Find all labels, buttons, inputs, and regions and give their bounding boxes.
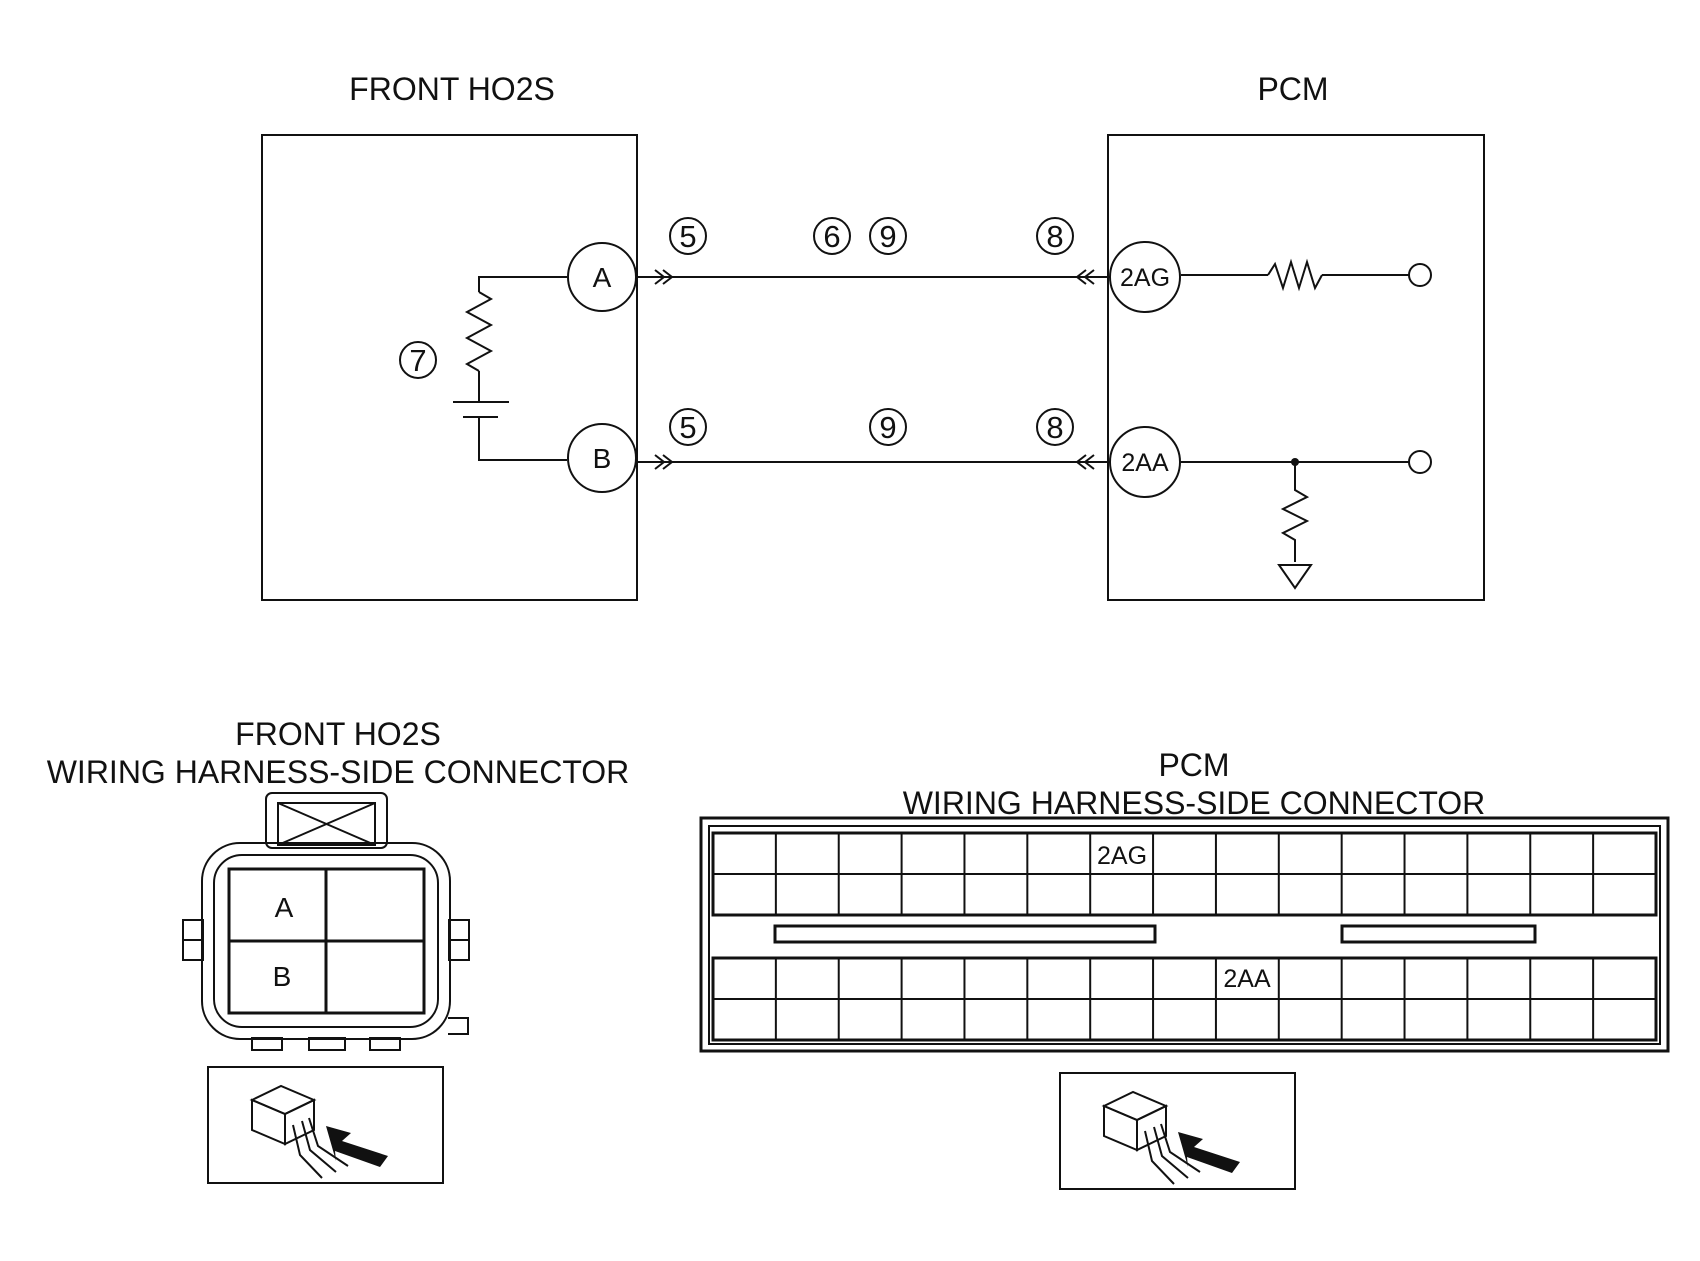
- wire-b-marker-8-circle: [1036, 408, 1074, 446]
- connector-peg-1: [251, 1037, 283, 1051]
- wire-b-right-chevron: [1075, 454, 1087, 470]
- connector-housing-inner: [213, 854, 439, 1028]
- wire-a-marker-8-circle: [1036, 217, 1074, 255]
- pcm-connector-body-inner: [708, 825, 1661, 1045]
- sensor-wire-bottom: [478, 417, 567, 461]
- view-icon-block-right: [1136, 1104, 1167, 1152]
- harness-side-view-icon: [1059, 1072, 1296, 1190]
- front-ho2s-title: FRONT HO2S: [349, 71, 555, 107]
- terminal-a-label: A: [593, 262, 612, 293]
- lock-tab-cross-2: [277, 802, 376, 846]
- pcm-module: PCM 2AG 2AA: [1107, 71, 1485, 601]
- wire-b-left-chevron: [654, 454, 666, 470]
- wire-b-marker-8: 8: [1046, 410, 1063, 445]
- front-ho2s-module: FRONT HO2S 7 A B: [261, 71, 638, 601]
- wire-a-right-chevron-2: [1083, 269, 1095, 285]
- view-icon-wire-1: [1144, 1130, 1175, 1185]
- connector-lock-tab-outer: [265, 792, 388, 849]
- connector-peg-2: [308, 1037, 346, 1051]
- wire-a-marker-8: 8: [1046, 219, 1063, 254]
- pcm-2ag-resistor: [1267, 258, 1323, 292]
- ho2s-connector-title-line1: FRONT HO2S: [235, 716, 441, 752]
- view-icon-arrow: [1178, 1132, 1240, 1173]
- sensor-wire-top: [478, 276, 567, 292]
- ground-icon: [1277, 564, 1313, 590]
- wire-b-left-chevron-2: [662, 454, 674, 470]
- terminal-b-circle: [567, 423, 637, 493]
- view-icon-block-right: [284, 1098, 315, 1146]
- view-icon-block-top: [1101, 1090, 1169, 1122]
- pcm-key-slot-right: [1340, 924, 1537, 944]
- pcm-2aa-resistor: [1280, 462, 1310, 562]
- wire-a-marker-5: 5: [679, 219, 696, 254]
- view-icon-block-left: [1103, 1104, 1138, 1152]
- ho2s-harness-connector: FRONT HO2S WIRING HARNESS-SIDE CONNECTOR…: [47, 716, 630, 1184]
- pcm-box: [1107, 134, 1485, 601]
- view-icon-frame: [1059, 1072, 1296, 1190]
- view-icon-frame: [207, 1066, 444, 1184]
- view-icon-wire-1: [292, 1124, 323, 1179]
- view-icon-wire-3: [1160, 1123, 1201, 1173]
- harness-side-view-icon: [207, 1066, 444, 1184]
- view-icon-block-left: [251, 1098, 286, 1146]
- view-icon-wire-2: [1153, 1126, 1189, 1179]
- pcm-key-slot-left: [773, 924, 1157, 944]
- connector-lock-tab-inner: [277, 802, 376, 846]
- pcm-connector-title-line2: WIRING HARNESS-SIDE CONNECTOR: [903, 785, 1486, 821]
- wire-a-left-chevron: [654, 269, 666, 285]
- view-icon-wire-2: [301, 1120, 337, 1173]
- cavity-b-label: B: [273, 961, 292, 992]
- sensor-resistor: [464, 291, 494, 372]
- marker-7-circle: [399, 341, 437, 379]
- marker-7-label: 7: [409, 343, 426, 378]
- wire-a-marker-9: 9: [879, 219, 896, 254]
- view-icon-block-top: [249, 1084, 317, 1116]
- pcm-title: PCM: [1257, 71, 1328, 107]
- wire-a-marker-5-circle: [669, 217, 707, 255]
- pcm-connector-body: [699, 816, 1670, 1053]
- wire-b-marker-5-circle: [669, 408, 707, 446]
- pcm-2ag-open-terminal: [1408, 263, 1432, 287]
- wire-b-marker-9: 9: [879, 410, 896, 445]
- view-icon-wire-3: [308, 1117, 349, 1167]
- connector-peg-3: [369, 1037, 401, 1051]
- terminal-2ag-label: 2AG: [1120, 264, 1170, 292]
- wire-a-marker-9-circle: [869, 217, 907, 255]
- pcm-connector-title-line1: PCM: [1158, 747, 1229, 783]
- front-ho2s-box: [261, 134, 638, 601]
- pcm-cavity-2ag-label: 2AG: [1097, 842, 1147, 870]
- pcm-cavity-2aa-label: 2AA: [1223, 965, 1271, 993]
- pcm-bottom-pin-grid: [711, 956, 1658, 1042]
- wire-b-right-chevron-2: [1083, 454, 1095, 470]
- wire-b-marker-9-circle: [869, 408, 907, 446]
- pcm-harness-connector: PCM WIRING HARNESS-SIDE CONNECTOR 2AG 2A…: [699, 747, 1670, 1190]
- terminal-2aa-label: 2AA: [1121, 449, 1169, 477]
- wire-a-marker-6-circle: [813, 217, 851, 255]
- connector-right-foot: [448, 1017, 469, 1035]
- view-icon-arrow: [326, 1126, 388, 1167]
- pcm-top-pin-grid: [711, 831, 1658, 917]
- pcm-2aa-open-terminal: [1408, 450, 1432, 474]
- ho2s-connector-title-line2: WIRING HARNESS-SIDE CONNECTOR: [47, 754, 630, 790]
- wire-b-marker-5: 5: [679, 410, 696, 445]
- harness-wire-b: 5 9 8: [636, 408, 1110, 470]
- wire-a-right-chevron: [1075, 269, 1087, 285]
- wire-a-left-chevron-2: [662, 269, 674, 285]
- harness-wire-a: 5 6 9 8: [636, 217, 1110, 285]
- terminal-b-label: B: [593, 443, 612, 474]
- cavity-a-label: A: [275, 892, 294, 923]
- wire-a-marker-6: 6: [823, 219, 840, 254]
